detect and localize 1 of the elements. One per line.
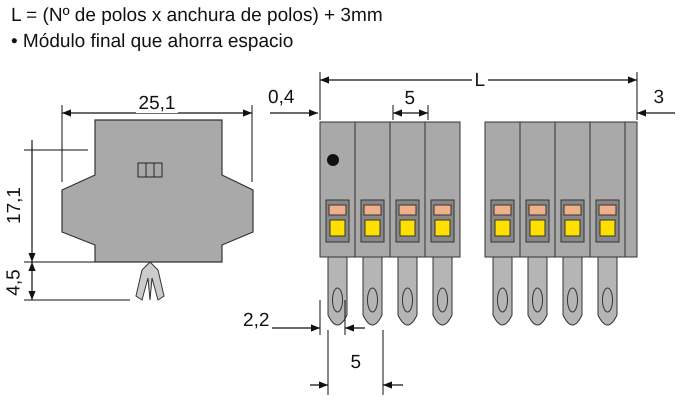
dimension-value: 25,1 xyxy=(136,94,178,112)
